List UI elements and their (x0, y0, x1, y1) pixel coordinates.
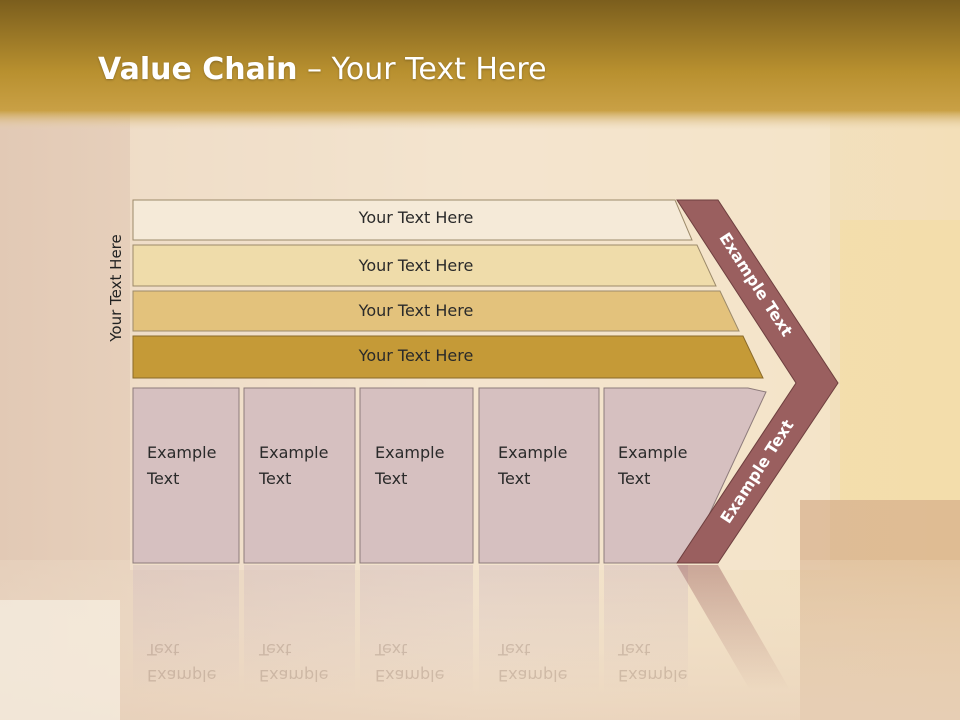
column-2-reflection (244, 565, 355, 695)
column-4-reflection-line1: Example (498, 666, 568, 685)
column-5-reflection-line1: Example (618, 666, 688, 685)
column-2-reflection-line1: Example (259, 666, 329, 685)
band-2 (132, 244, 717, 287)
title-rest: – Your Text Here (297, 52, 547, 87)
column-1 (132, 387, 240, 564)
column-2-line2: Text (259, 469, 292, 488)
column-2-line1: Example (259, 443, 329, 462)
column-1-line1: Example (147, 443, 217, 462)
header-band (0, 0, 960, 130)
band-4-label: Your Text Here (358, 346, 474, 365)
column-1-reflection-text: Example Text (147, 636, 216, 688)
column-1-line2: Text (147, 469, 180, 488)
column-5-line2: Text (618, 469, 651, 488)
column-1-reflection-line2: Text (147, 640, 180, 659)
column-5-reflection-text: Example Text (618, 636, 687, 688)
chevron-reflection (677, 565, 790, 690)
column-4-reflection-line2: Text (498, 640, 531, 659)
column-5-reflection-line2: Text (618, 640, 651, 659)
column-3 (359, 387, 474, 564)
background-window (840, 220, 960, 500)
column-2-reflection-line2: Text (259, 640, 292, 659)
column-5-reflection (604, 565, 688, 695)
chevron (676, 199, 839, 564)
column-4-reflection-text: Example Text (498, 636, 567, 688)
title-bold: Value Chain (98, 52, 298, 87)
band-3 (132, 290, 740, 332)
column-2 (243, 387, 356, 564)
column-1-reflection (133, 565, 239, 695)
column-4-line1: Example (498, 443, 568, 462)
slide-title: Value Chain – Your Text Here (98, 52, 547, 87)
column-5-line1: Example (618, 443, 688, 462)
band-3-label: Your Text Here (358, 301, 474, 320)
column-3-line2: Text (375, 469, 408, 488)
column-3-reflection-text: Example Text (375, 636, 444, 688)
column-3-reflection-line1: Example (375, 666, 445, 685)
column-4-line2: Text (498, 469, 531, 488)
column-3-reflection-line2: Text (375, 640, 408, 659)
band-1 (132, 199, 693, 241)
column-3-reflection (360, 565, 473, 695)
band-1-label: Your Text Here (358, 208, 474, 227)
column-3-line1: Example (375, 443, 445, 462)
band-4 (132, 335, 764, 379)
band-2-label: Your Text Here (358, 256, 474, 275)
column-4-reflection (479, 565, 599, 695)
column-4 (478, 387, 600, 564)
column-2-reflection-text: Example Text (259, 636, 328, 688)
vertical-label: Your Text Here (107, 234, 125, 342)
background-table (0, 600, 120, 720)
column-1-reflection-line1: Example (147, 666, 217, 685)
